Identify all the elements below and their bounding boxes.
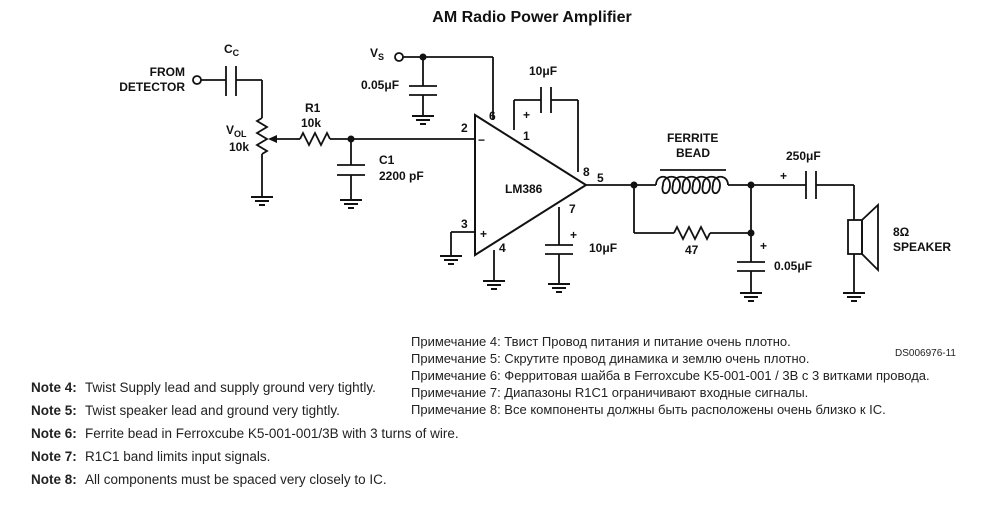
note-en-6-tag: Note 6:	[31, 426, 77, 441]
note-en-5-text: Twist speaker lead and ground very tight…	[85, 403, 340, 418]
notes-russian: Примечание 4: Твист Провод питания и пит…	[411, 333, 971, 418]
label-from: FROM	[150, 65, 185, 79]
label-bead: BEAD	[676, 146, 710, 160]
note-ru-6: Примечание 6: Ферритовая шайба в Ferroxc…	[411, 368, 930, 383]
note-en-4-text: Twist Supply lead and supply ground very…	[85, 380, 376, 395]
label-vs: VS	[370, 46, 384, 62]
pin-1: 1	[523, 129, 530, 143]
label-cap-zobel: 0.05μF	[774, 259, 812, 273]
schematic: AM Radio Power Amplifier	[119, 9, 951, 302]
label-r1: R1	[305, 101, 321, 115]
label-cap-out: 250μF	[786, 149, 821, 163]
label-vs-cap: 0.05μF	[361, 78, 399, 92]
label-cc: CC	[224, 42, 240, 58]
pin-8: 8	[583, 165, 590, 179]
label-c1-value: 2200 pF	[379, 169, 424, 183]
note-ru-4: Примечание 4: Твист Провод питания и пит…	[411, 334, 791, 349]
label-detector: DETECTOR	[119, 80, 185, 94]
note-en-6: Note 6: Ferrite bead in Ferroxcube K5-001…	[31, 422, 551, 445]
label-r1-value: 10k	[301, 116, 321, 130]
label-c1: C1	[379, 153, 395, 167]
cap-out-polarity: +	[780, 169, 787, 183]
pin-3: 3	[461, 217, 468, 231]
note-en-8-tag: Note 8:	[31, 472, 77, 487]
note-ru-5: Примечание 5: Скрутите провод динамика и…	[411, 351, 810, 366]
note-en-5: Note 5: Twist speaker lead and ground ver…	[31, 399, 551, 422]
cap-pin7-polarity: +	[570, 228, 577, 242]
note-en-8: Note 8: All components must be spaced ver…	[31, 468, 551, 491]
pin-7: 7	[569, 202, 576, 216]
inverting-input-sign: −	[478, 133, 485, 147]
note-en-7-text: R1C1 band limits input signals.	[85, 449, 271, 464]
label-ic: LM386	[505, 182, 543, 196]
label-ferrite: FERRITE	[667, 131, 718, 145]
label-r47: 47	[685, 243, 699, 257]
notes-english: Note 4: Twist Supply lead and supply grou…	[31, 376, 551, 491]
note-en-5-tag: Note 5:	[31, 403, 77, 418]
label-vol: VOL	[226, 123, 247, 139]
label-speaker-ohm: 8Ω	[893, 225, 910, 239]
note-ru-7: Примечание 7: Диапазоны R1C1 ограничиваю…	[411, 385, 809, 400]
label-cap-pin7: 10μF	[589, 241, 617, 255]
pin-6: 6	[489, 109, 496, 123]
cap-top-polarity: +	[523, 108, 530, 122]
note-en-7-tag: Note 7:	[31, 449, 77, 464]
note-en-4-tag: Note 4:	[31, 380, 77, 395]
pin-5: 5	[597, 171, 604, 185]
note-en-7: Note 7: R1C1 band limits input signals.	[31, 445, 551, 468]
pin-4: 4	[499, 241, 506, 255]
note-en-8-text: All components must be spaced very close…	[85, 472, 387, 487]
label-cap-top: 10μF	[529, 64, 557, 78]
label-vol-value: 10k	[229, 140, 249, 154]
diagram-title: AM Radio Power Amplifier	[432, 9, 631, 26]
note-en-4: Note 4: Twist Supply lead and supply grou…	[31, 376, 551, 399]
document-code: DS006976-11	[895, 348, 956, 359]
cap-zobel-polarity: +	[760, 239, 767, 253]
note-ru-8: Примечание 8: Все компоненты должны быть…	[411, 402, 886, 417]
pin-2: 2	[461, 121, 468, 135]
note-en-6-text: Ferrite bead in Ferroxcube K5-001-001/3B…	[85, 426, 459, 441]
noninverting-input-sign: +	[480, 227, 487, 241]
label-speaker: SPEAKER	[893, 240, 951, 254]
